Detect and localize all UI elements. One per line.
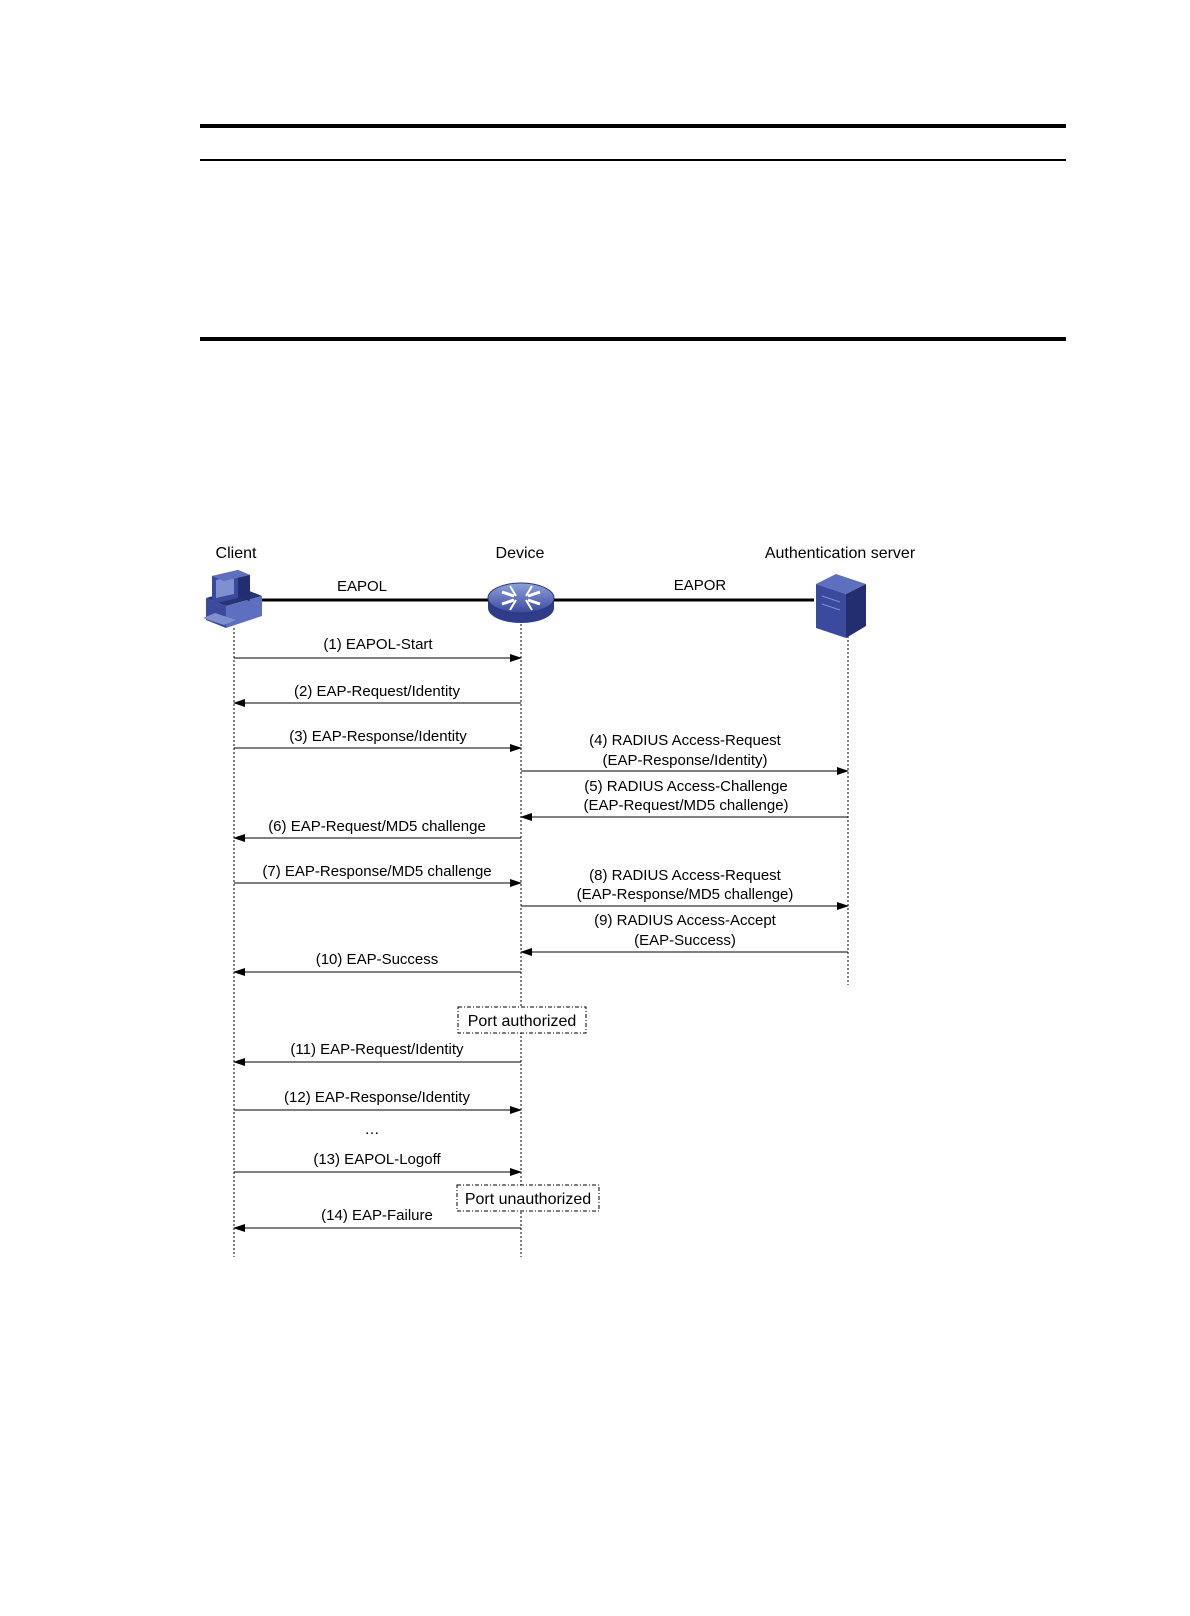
message-13: (13) EAPOL-Logoff — [234, 1151, 522, 1176]
message-5: (5) RADIUS Access-Challenge (EAP-Request… — [520, 778, 848, 821]
state-label: Port unauthorized — [465, 1191, 591, 1208]
top-table-rule — [200, 124, 1066, 128]
message-label: (12) EAP-Response/Identity — [284, 1089, 470, 1106]
message-label: (3) EAP-Response/Identity — [289, 728, 467, 745]
state-port-unauthorized: Port unauthorized — [456, 1184, 600, 1212]
message-2: (2) EAP-Request/Identity — [233, 683, 521, 707]
server-label: Authentication server — [765, 545, 916, 562]
message-12: (12) EAP-Response/Identity — [234, 1089, 522, 1114]
message-label: (14) EAP-Failure — [321, 1207, 433, 1224]
bottom-table-rule — [200, 337, 1066, 341]
table-header-rule — [200, 159, 1066, 161]
message-label: (5) RADIUS Access-Challenge — [584, 778, 787, 795]
message-label: (13) EAPOL-Logoff — [313, 1151, 441, 1168]
message-11: (11) EAP-Request/Identity — [233, 1041, 521, 1066]
message-label: (10) EAP-Success — [316, 951, 439, 968]
device-label: Device — [496, 545, 545, 562]
message-6: (6) EAP-Request/MD5 challenge — [233, 818, 521, 842]
message-8: (8) RADIUS Access-Request (EAP-Response/… — [521, 867, 849, 910]
message-label: (4) RADIUS Access-Request — [589, 732, 782, 749]
message-14: (14) EAP-Failure — [233, 1207, 521, 1232]
message-label: (2) EAP-Request/Identity — [294, 683, 460, 700]
message-label: (7) EAP-Response/MD5 challenge — [262, 863, 491, 880]
message-label: (EAP-Response/MD5 challenge) — [577, 886, 794, 903]
message-7: (7) EAP-Response/MD5 challenge — [234, 863, 522, 887]
ellipsis: … — [365, 1121, 380, 1138]
switch-icon — [487, 582, 555, 623]
message-label: (EAP-Success) — [634, 932, 736, 949]
message-1: (1) EAPOL-Start — [234, 636, 522, 662]
message-label: (1) EAPOL-Start — [323, 636, 433, 653]
message-label: (6) EAP-Request/MD5 challenge — [268, 818, 486, 835]
state-port-authorized: Port authorized — [457, 1006, 587, 1034]
message-label: (9) RADIUS Access-Accept — [594, 912, 777, 929]
message-9: (9) RADIUS Access-Accept (EAP-Success) — [520, 912, 848, 956]
eapor-link-label: EAPOR — [674, 577, 727, 594]
computer-icon — [203, 570, 262, 628]
message-label: (11) EAP-Request/Identity — [290, 1041, 464, 1058]
message-label: (8) RADIUS Access-Request — [589, 867, 782, 884]
eapol-link-label: EAPOL — [337, 578, 387, 595]
message-3: (3) EAP-Response/Identity — [234, 728, 522, 752]
server-icon — [816, 574, 866, 638]
message-label: (EAP-Request/MD5 challenge) — [583, 797, 788, 814]
client-label: Client — [216, 545, 257, 562]
message-label: (EAP-Response/Identity) — [602, 752, 767, 769]
state-label: Port authorized — [468, 1013, 577, 1030]
message-10: (10) EAP-Success — [233, 951, 521, 976]
message-4: (4) RADIUS Access-Request (EAP-Response/… — [521, 732, 849, 775]
